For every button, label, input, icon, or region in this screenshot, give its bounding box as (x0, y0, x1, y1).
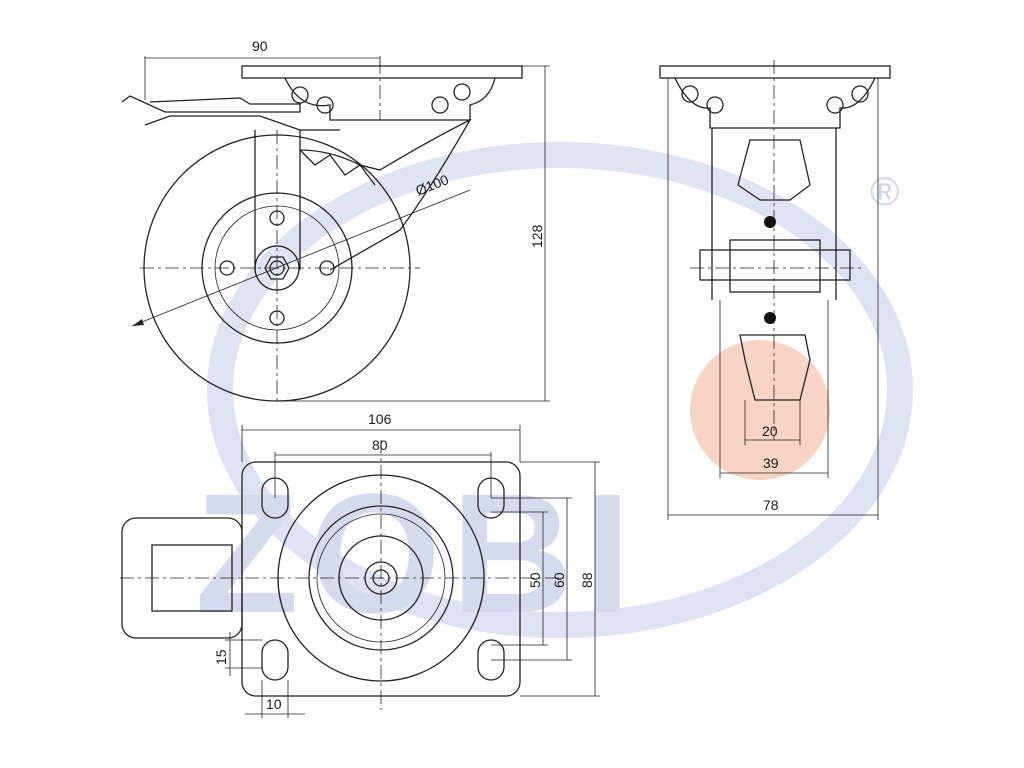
height-dimension-label: 128 (529, 224, 545, 248)
side-fork (254, 118, 472, 271)
side-diameter-leader (131, 189, 471, 327)
front-view: 20 39 78 (659, 60, 891, 520)
front-hub (699, 249, 851, 281)
plate-view: 106 80 50 60 88 15 10 (120, 411, 600, 718)
front-tire-top-section (737, 139, 811, 201)
front-top-plate (659, 65, 891, 79)
watermark-registered-mark: ® (870, 170, 899, 214)
side-bearing-housing (284, 77, 496, 121)
watermark-ring (207, 142, 913, 638)
tread-width-label: 20 (762, 423, 778, 439)
overall-width-label: 78 (763, 497, 779, 513)
side-top-plate (241, 65, 523, 79)
side-view: Ø100 90 128 (121, 38, 550, 405)
plate-width-label: 88 (579, 572, 595, 588)
watermark: ZOBI ® (195, 142, 913, 649)
slot-length-label: 15 (213, 649, 229, 665)
side-axle-nut (264, 256, 290, 280)
watermark-logo-text: ZOBI (195, 459, 641, 649)
plate-length-label: 106 (368, 411, 392, 427)
offset-dimension-label: 90 (252, 38, 268, 54)
watermark-orange-circle (690, 340, 830, 480)
wheel-width-label: 39 (763, 455, 779, 471)
mounting-slot-bottom-left (261, 639, 289, 681)
slot-width-label: 10 (266, 696, 282, 712)
hole-spacing-length-label: 80 (372, 437, 388, 453)
side-brake-pedal (121, 95, 301, 113)
hole-spacing-width-label: 60 (551, 572, 567, 588)
hole-spacing-width-inner-label: 50 (527, 572, 543, 588)
